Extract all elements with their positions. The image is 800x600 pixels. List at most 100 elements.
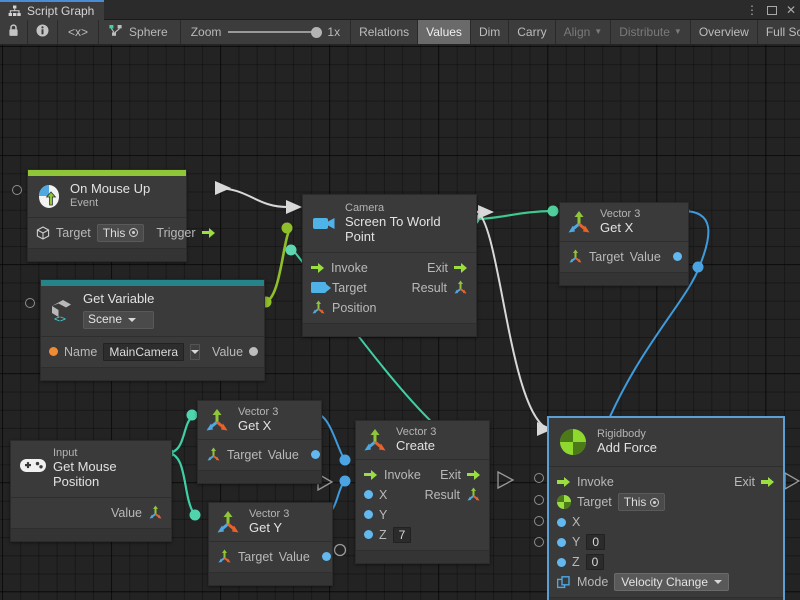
node-title: Get X bbox=[238, 419, 278, 434]
exit-label: Exit bbox=[734, 475, 755, 489]
relation-port[interactable] bbox=[534, 537, 544, 547]
node-header: Vector 3 Get X bbox=[198, 401, 321, 439]
toolbar: <x> Sphere Zoom 1x Relations bbox=[0, 20, 800, 45]
node-on-mouse-up[interactable]: On Mouse Up Event Target This bbox=[27, 169, 187, 262]
invoke-flow-port[interactable] bbox=[364, 470, 378, 480]
node-vector3-get-x-top[interactable]: Vector 3 Get X Target Value bbox=[559, 202, 689, 286]
vector3-icon bbox=[204, 407, 230, 433]
z-input-port[interactable] bbox=[364, 530, 373, 539]
toolbar-button-align[interactable]: Align ▼ bbox=[556, 20, 612, 44]
z-label: Z bbox=[572, 555, 580, 569]
exit-label: Exit bbox=[427, 261, 448, 275]
variable-scope-dropdown[interactable]: Scene bbox=[83, 311, 154, 329]
invoke-flow-port[interactable] bbox=[311, 263, 325, 273]
relation-port[interactable] bbox=[25, 298, 35, 308]
toolbar-button-carry[interactable]: Carry bbox=[509, 20, 555, 44]
mode-dropdown[interactable]: Velocity Change bbox=[614, 573, 729, 591]
toolbar-button-distribute[interactable]: Distribute ▼ bbox=[611, 20, 691, 44]
target-label: Target bbox=[589, 250, 624, 264]
vector3-port-icon[interactable] bbox=[148, 505, 163, 520]
node-title: Screen To World Point bbox=[345, 215, 466, 245]
toolbar-button-label: Relations bbox=[359, 25, 409, 39]
vector3-port-icon[interactable] bbox=[311, 300, 326, 315]
z-input-port[interactable] bbox=[557, 558, 566, 567]
exit-flow-port[interactable] bbox=[467, 470, 481, 480]
camera-port-icon[interactable] bbox=[311, 282, 326, 293]
enum-port-icon[interactable] bbox=[557, 576, 571, 589]
zoom-slider-knob[interactable] bbox=[311, 27, 322, 38]
zoom-slider[interactable] bbox=[228, 26, 320, 38]
target-picker-icon[interactable] bbox=[650, 498, 659, 507]
zoom-slider-track bbox=[228, 31, 320, 33]
z-value-field[interactable]: 7 bbox=[393, 527, 412, 543]
vector3-port-icon[interactable] bbox=[453, 280, 468, 295]
node-vector3-create[interactable]: Vector 3 Create Invoke Exit X Result bbox=[355, 420, 490, 564]
node-body: Value bbox=[11, 497, 171, 528]
target-this-button[interactable]: This bbox=[97, 224, 145, 242]
node-camera-screen-to-world-point[interactable]: Camera Screen To World Point Invoke Exit… bbox=[302, 194, 477, 337]
relation-port[interactable] bbox=[534, 495, 544, 505]
name-input-port[interactable] bbox=[49, 347, 58, 356]
code-view-button[interactable]: <x> bbox=[58, 20, 99, 44]
rigidbody-port-icon[interactable] bbox=[557, 495, 571, 509]
node-get-variable[interactable]: <> Get Variable Scene Name MainCamera bbox=[40, 279, 265, 381]
menu-icon[interactable]: ⋮ bbox=[746, 4, 758, 16]
node-vector3-get-y[interactable]: Vector 3 Get Y Target Value bbox=[208, 502, 333, 586]
exit-flow-port[interactable] bbox=[761, 477, 775, 487]
toolbar-button-label: Overview bbox=[699, 25, 749, 39]
node-footer bbox=[28, 248, 186, 261]
node-header: Vector 3 Get Y bbox=[209, 503, 332, 541]
game-object-icon[interactable] bbox=[36, 226, 50, 240]
value-output-port[interactable] bbox=[311, 450, 320, 459]
node-row-invoke: Invoke Exit bbox=[311, 258, 468, 278]
maximize-icon[interactable] bbox=[767, 6, 777, 15]
node-subtitle: Vector 3 bbox=[238, 406, 278, 419]
toolbar-button-full-screen[interactable]: Full Screen bbox=[758, 20, 800, 44]
vector3-port-icon[interactable] bbox=[466, 487, 481, 502]
node-vector3-get-x-mid[interactable]: Vector 3 Get X Target Value bbox=[197, 400, 322, 484]
node-title: Get X bbox=[600, 221, 640, 236]
info-button[interactable] bbox=[28, 20, 58, 44]
value-output-port[interactable] bbox=[249, 347, 258, 356]
close-icon[interactable]: ✕ bbox=[786, 4, 796, 16]
graph-canvas[interactable]: On Mouse Up Event Target This bbox=[0, 45, 800, 600]
tab-label: Script Graph bbox=[27, 4, 94, 18]
y-input-port[interactable] bbox=[557, 538, 566, 547]
x-input-port[interactable] bbox=[364, 490, 373, 499]
variable-name-dropdown[interactable] bbox=[190, 344, 200, 360]
toolbar-button-dim[interactable]: Dim bbox=[471, 20, 509, 44]
node-row-x: X bbox=[557, 512, 775, 532]
relation-port[interactable] bbox=[12, 185, 22, 195]
invoke-flow-port[interactable] bbox=[557, 477, 571, 487]
relation-port[interactable] bbox=[534, 516, 544, 526]
node-body: Target Value bbox=[560, 241, 688, 272]
y-value-field[interactable]: 0 bbox=[586, 534, 605, 550]
target-this-button[interactable]: This bbox=[618, 493, 666, 511]
value-output-port[interactable] bbox=[673, 252, 682, 261]
zoom-control[interactable]: Zoom 1x bbox=[181, 20, 351, 44]
relation-port[interactable] bbox=[534, 473, 544, 483]
node-rigidbody-add-force[interactable]: Rigidbody Add Force Invoke Exit Target T… bbox=[548, 417, 784, 600]
vector3-port-icon[interactable] bbox=[217, 549, 232, 564]
toolbar-button-relations[interactable]: Relations bbox=[351, 20, 418, 44]
lock-button[interactable] bbox=[0, 20, 28, 44]
vector3-port-icon[interactable] bbox=[206, 447, 221, 462]
node-footer bbox=[560, 272, 688, 285]
position-label: Position bbox=[332, 301, 376, 315]
node-input-get-mouse-position[interactable]: Input Get Mouse Position Value bbox=[10, 440, 172, 542]
z-value-field[interactable]: 0 bbox=[586, 554, 605, 570]
trigger-flow-port[interactable] bbox=[202, 228, 216, 238]
x-input-port[interactable] bbox=[557, 518, 566, 527]
toolbar-button-values[interactable]: Values bbox=[418, 20, 471, 44]
y-input-port[interactable] bbox=[364, 510, 373, 519]
value-output-port[interactable] bbox=[322, 552, 331, 561]
target-picker-icon[interactable] bbox=[129, 228, 138, 237]
variable-name-field[interactable]: MainCamera bbox=[103, 343, 184, 361]
vector3-port-icon[interactable] bbox=[568, 249, 583, 264]
toolbar-button-overview[interactable]: Overview bbox=[691, 20, 758, 44]
graph-object-field[interactable]: Sphere bbox=[99, 20, 181, 44]
invoke-label: Invoke bbox=[384, 468, 421, 482]
node-titles: On Mouse Up Event bbox=[70, 182, 150, 210]
exit-flow-port[interactable] bbox=[454, 263, 468, 273]
tab-script-graph[interactable]: Script Graph bbox=[0, 0, 104, 20]
